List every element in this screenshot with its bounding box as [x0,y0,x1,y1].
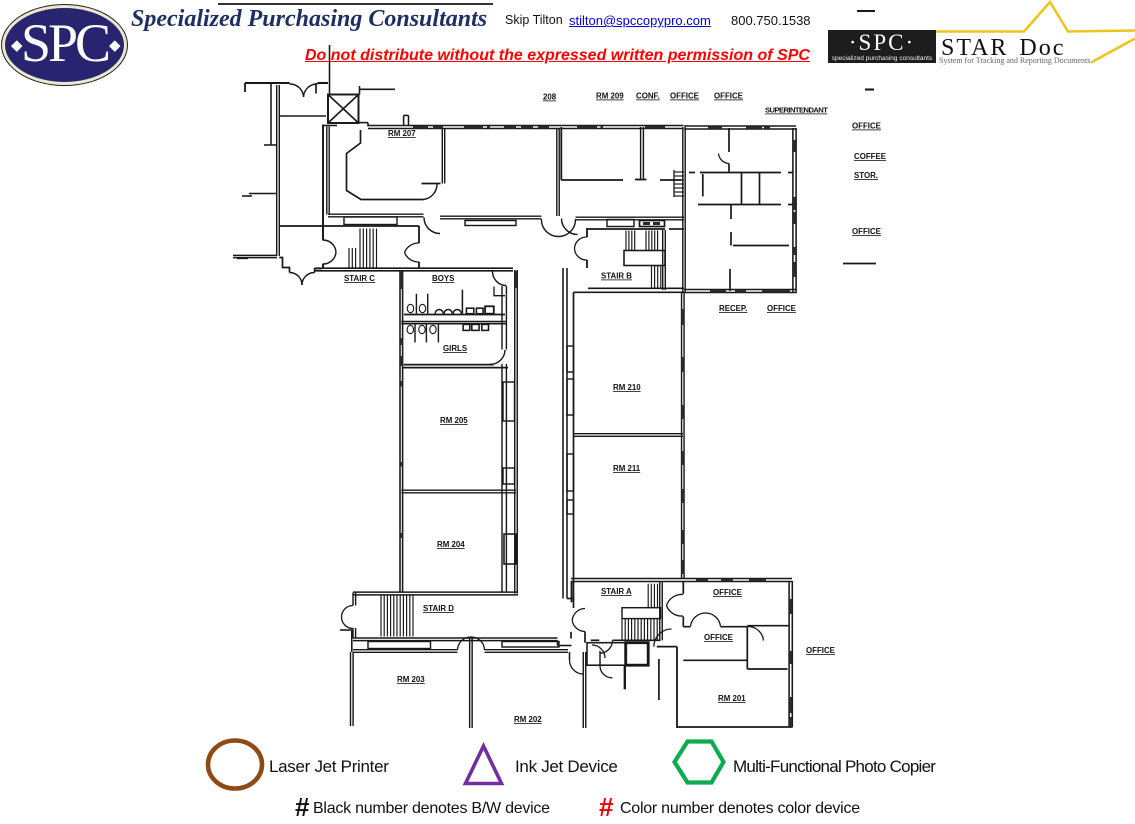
svg-text:GIRLS: GIRLS [443,344,467,353]
svg-text:STAIR C: STAIR C [344,274,375,283]
svg-text:208: 208 [543,93,557,102]
svg-text:COFFEE: COFFEE [854,152,886,161]
svg-text:RECEP.: RECEP. [719,304,747,313]
svg-text:STAIR D: STAIR D [423,604,454,613]
svg-text:STOR.: STOR. [854,171,878,180]
svg-text:RM 204: RM 204 [437,540,465,549]
svg-text:OFFICE: OFFICE [670,92,699,101]
svg-text:RM 211: RM 211 [613,464,641,473]
svg-text:RM 210: RM 210 [613,383,641,392]
svg-text:RM 209: RM 209 [596,92,624,101]
svg-text:RM 207: RM 207 [388,129,416,138]
svg-text:OFFICE: OFFICE [806,646,835,655]
svg-text:RM 203: RM 203 [397,675,425,684]
svg-text:OFFICE: OFFICE [704,633,733,642]
svg-text:RM 201: RM 201 [718,694,746,703]
svg-text:STAIR B: STAIR B [601,272,632,281]
svg-text:OFFICE: OFFICE [852,122,881,131]
svg-text:OFFICE: OFFICE [852,227,881,236]
svg-text:RM 205: RM 205 [440,416,468,425]
svg-text:OFFICE: OFFICE [714,92,743,101]
svg-text:BOYS: BOYS [432,274,454,283]
svg-text:CONF.: CONF. [636,92,660,101]
svg-text:STAIR A: STAIR A [601,587,632,596]
svg-text:OFFICE: OFFICE [767,304,796,313]
svg-text:RM 202: RM 202 [514,715,542,724]
svg-text:SUPERINTENDANT: SUPERINTENDANT [765,106,828,115]
svg-text:OFFICE: OFFICE [713,588,742,597]
